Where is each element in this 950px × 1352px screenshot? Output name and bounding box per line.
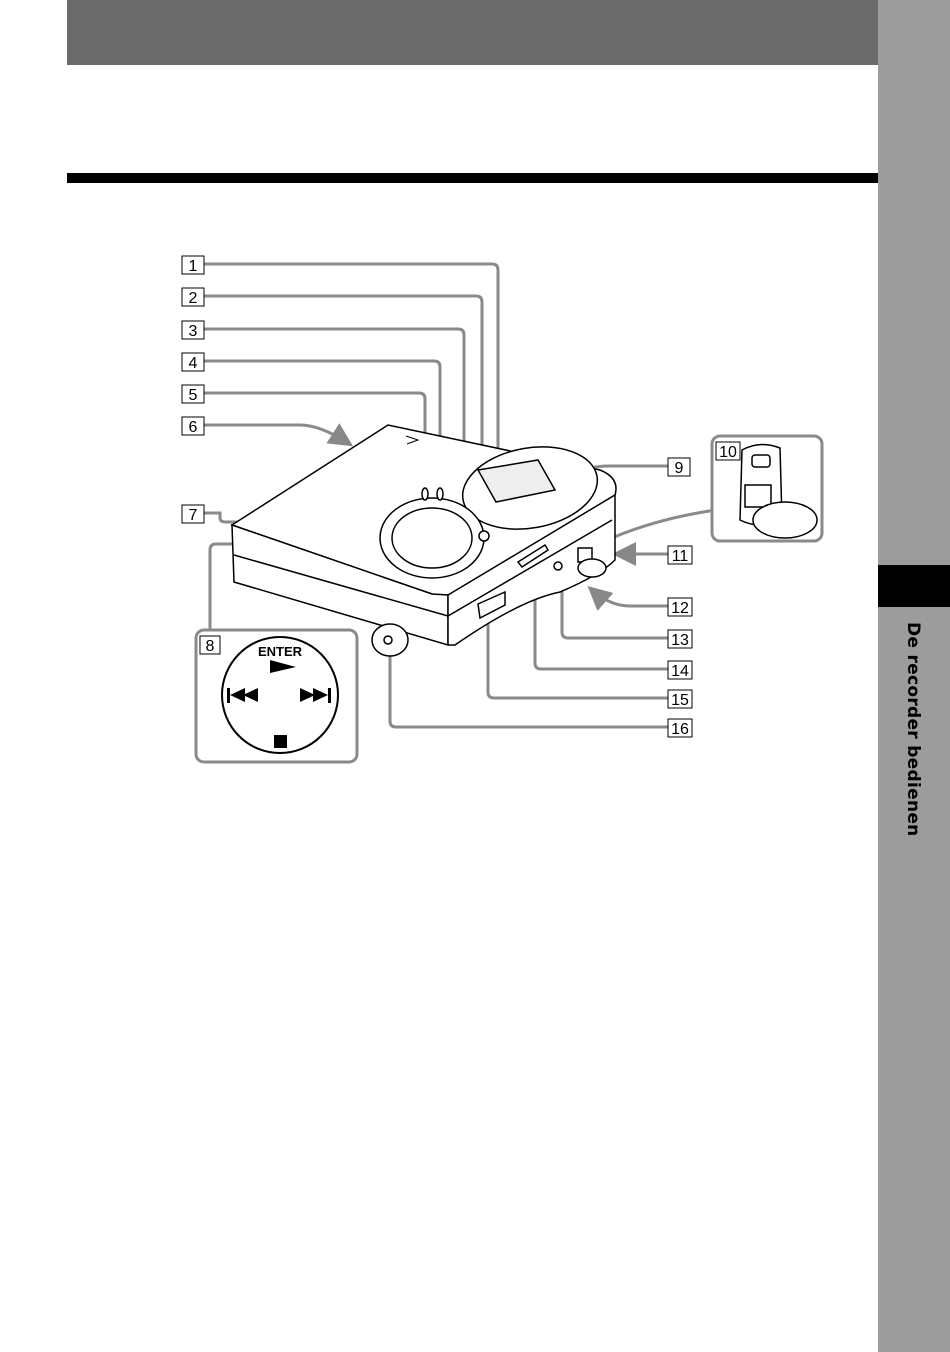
callout-5: 5 (189, 387, 198, 404)
callout-14: 14 (671, 663, 689, 680)
stop-icon (274, 735, 287, 748)
header-bar (67, 0, 878, 65)
callout-2: 2 (189, 290, 198, 307)
callout-6: 6 (189, 419, 198, 436)
control-dial (221, 636, 339, 754)
side-tab-marker (878, 565, 950, 607)
side-tab (878, 0, 950, 1352)
play-icon (270, 660, 296, 673)
callout-11: 11 (672, 548, 689, 565)
title-rule (67, 173, 878, 183)
enter-label: ENTER (258, 644, 303, 659)
callout-3: 3 (189, 323, 198, 340)
next-icon (300, 688, 331, 703)
callout-8: 8 (206, 638, 215, 655)
recorder-illustration (230, 424, 617, 657)
callout-16: 16 (671, 721, 689, 738)
callout-10: 10 (719, 444, 737, 461)
inset-10-illustration (739, 443, 818, 539)
callout-7: 7 (189, 507, 198, 524)
callout-15: 15 (671, 692, 689, 709)
callout-13: 13 (671, 632, 689, 649)
leader-lines (204, 262, 717, 729)
previous-icon (227, 688, 258, 703)
callout-1: 1 (189, 258, 198, 275)
callout-9: 9 (675, 460, 684, 477)
side-tab-label: De recorder bedienen (903, 622, 923, 837)
callout-4: 4 (189, 355, 198, 372)
callout-boxes (181, 255, 741, 738)
callout-12: 12 (671, 600, 689, 617)
